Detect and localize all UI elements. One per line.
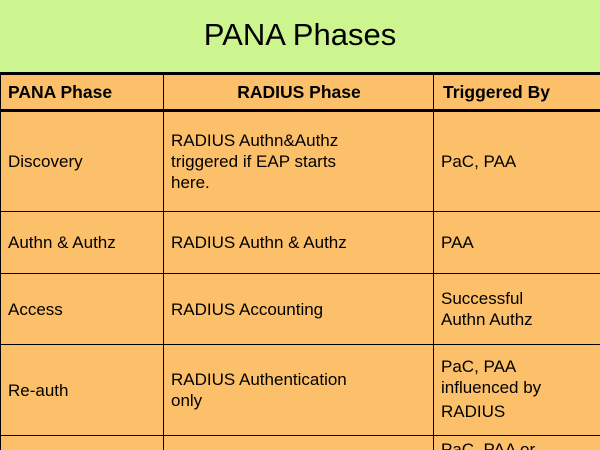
cell-radius-phase: RADIUS Accounting	[163, 273, 434, 345]
cell-radius-phase: RADIUS Authn&Authz triggered if EAP star…	[163, 110, 434, 212]
cell-line: RADIUS Authn&Authz	[171, 131, 339, 150]
cell-triggered-by: PaC, PAA influenced by RADIUS	[433, 344, 600, 436]
cell-line: RADIUS Authn & Authz	[171, 233, 347, 252]
cell-line: influenced by	[441, 377, 542, 397]
cell-line: RADIUS Authentication	[171, 370, 347, 389]
cell-radius-phase: RADIUS Authentication only	[163, 344, 434, 436]
cell-line: RADIUS Accounting	[171, 299, 324, 319]
cell-pana-phase: Authn & Authz	[0, 211, 164, 274]
table-row: Re-auth RADIUS Authentication only PaC, …	[0, 344, 600, 436]
table-header-row: PANA Phase RADIUS Phase Triggered By	[0, 72, 600, 112]
cell-pana-phase: Discovery	[0, 110, 164, 212]
cell-line: PaC, PAA	[441, 356, 517, 376]
cell-triggered-by: Successful Authn Authz	[433, 273, 600, 345]
cell-line: Successful	[441, 289, 524, 308]
table-row: Access RADIUS Accounting Successful Auth…	[0, 273, 600, 345]
cell-line: only	[171, 391, 203, 410]
table-header: PANA Phase RADIUS Phase Triggered By	[0, 72, 600, 112]
table-body: Discovery RADIUS Authn&Authz triggered i…	[0, 110, 600, 450]
table-row: PaC, PAA or	[0, 435, 600, 450]
cell-triggered-by: PaC, PAA or	[433, 435, 600, 450]
table-row: Discovery RADIUS Authn&Authz triggered i…	[0, 110, 600, 212]
pana-phases-table: PANA Phase RADIUS Phase Triggered By Dis…	[0, 72, 600, 450]
cell-radius-phase: RADIUS Authn & Authz	[163, 211, 434, 274]
cell-line: here.	[171, 173, 210, 192]
cell-triggered-by: PaC, PAA	[433, 110, 600, 212]
cell-pana-phase: Re-auth	[0, 344, 164, 436]
cell-line: RADIUS	[441, 401, 506, 421]
phases-table-container: PANA Phase RADIUS Phase Triggered By Dis…	[0, 72, 600, 450]
column-header-triggered-by: Triggered By	[433, 72, 600, 112]
cell-triggered-by: PAA	[433, 211, 600, 274]
cell-line: Authn Authz	[441, 310, 533, 329]
cell-pana-phase	[0, 435, 164, 450]
cell-line: PaC, PAA or	[441, 440, 536, 450]
cell-pana-phase: Access	[0, 273, 164, 345]
column-header-pana-phase: PANA Phase	[0, 72, 164, 112]
cell-line: PAA	[441, 233, 474, 252]
cell-line: PaC, PAA	[441, 152, 517, 171]
column-header-radius-phase: RADIUS Phase	[163, 72, 434, 112]
table-row: Authn & Authz RADIUS Authn & Authz PAA	[0, 211, 600, 274]
cell-line: triggered if EAP starts	[171, 152, 337, 171]
cell-radius-phase	[163, 435, 434, 450]
page-title: PANA Phases	[203, 17, 397, 52]
